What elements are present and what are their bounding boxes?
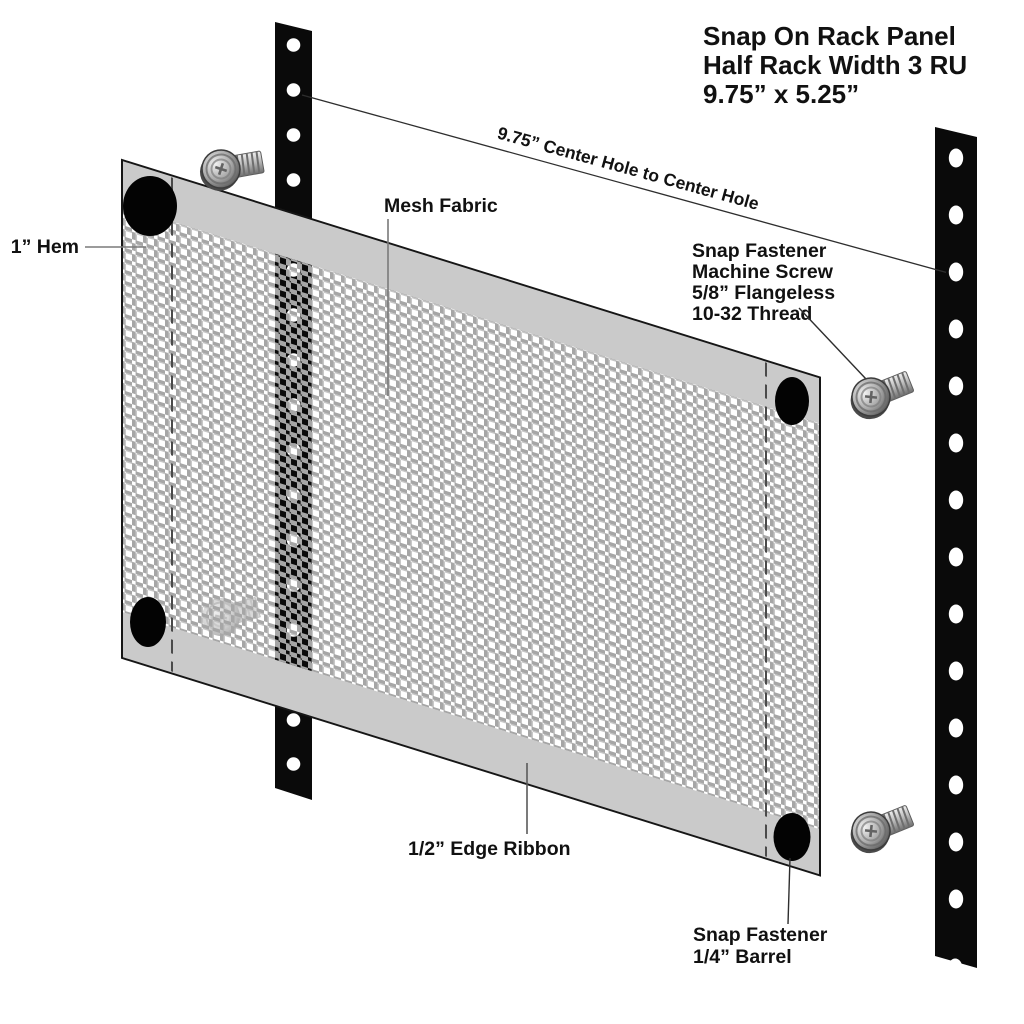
hem-callout: 1” Hem bbox=[11, 236, 146, 258]
machine-screw-bottom-right bbox=[850, 805, 914, 854]
snap-oval-top-right bbox=[775, 377, 809, 425]
snap-oval-top-left bbox=[123, 176, 177, 236]
machine-screw-top-left bbox=[199, 149, 265, 191]
machine-screw-label-2: Machine Screw bbox=[692, 261, 834, 283]
title-line-1: Snap On Rack Panel bbox=[703, 21, 956, 51]
diagram-title: Snap On Rack Panel Half Rack Width 3 RU … bbox=[703, 21, 967, 109]
edge-ribbon-label: 1/2” Edge Ribbon bbox=[408, 838, 571, 860]
mesh-fabric-area bbox=[122, 205, 820, 830]
barrel-label-2: 1/4” Barrel bbox=[693, 946, 792, 968]
snap-oval-bottom-left bbox=[130, 597, 166, 647]
corner-snap-fasteners bbox=[123, 176, 811, 861]
title-line-3: 9.75” x 5.25” bbox=[703, 79, 859, 109]
dimension-line bbox=[301, 94, 947, 274]
edge-ribbon-callout: 1/2” Edge Ribbon bbox=[408, 763, 571, 860]
machine-screw-right bbox=[850, 371, 914, 420]
barrel-label-1: Snap Fastener bbox=[693, 924, 828, 946]
right-rail-holes bbox=[948, 148, 964, 968]
top-edge-ribbon bbox=[122, 159, 820, 424]
bottom-edge-ribbon bbox=[122, 611, 820, 876]
machine-screw-label-3: 5/8” Flangeless bbox=[692, 282, 835, 304]
panel-outline bbox=[121, 158, 821, 877]
machine-screw-leader-line bbox=[798, 307, 867, 380]
mesh-panel bbox=[121, 158, 821, 877]
mesh-fabric-label: Mesh Fabric bbox=[384, 195, 498, 217]
snap-oval-bottom-right bbox=[773, 813, 811, 861]
barrel-leader-line bbox=[787, 857, 791, 925]
right-rack-rail bbox=[935, 127, 977, 968]
hem-label: 1” Hem bbox=[11, 236, 79, 258]
title-line-2: Half Rack Width 3 RU bbox=[703, 50, 967, 80]
dimension-label: 9.75” Center Hole to Center Hole bbox=[495, 123, 761, 214]
mesh-fabric-callout: Mesh Fabric bbox=[384, 195, 498, 396]
machine-screw-label-1: Snap Fastener bbox=[692, 240, 827, 262]
machine-screw-callout: Snap Fastener Machine Screw 5/8” Flangel… bbox=[692, 240, 867, 380]
machine-screw-label-4: 10-32 Thread bbox=[692, 303, 812, 325]
barrel-callout: Snap Fastener 1/4” Barrel bbox=[693, 857, 828, 968]
